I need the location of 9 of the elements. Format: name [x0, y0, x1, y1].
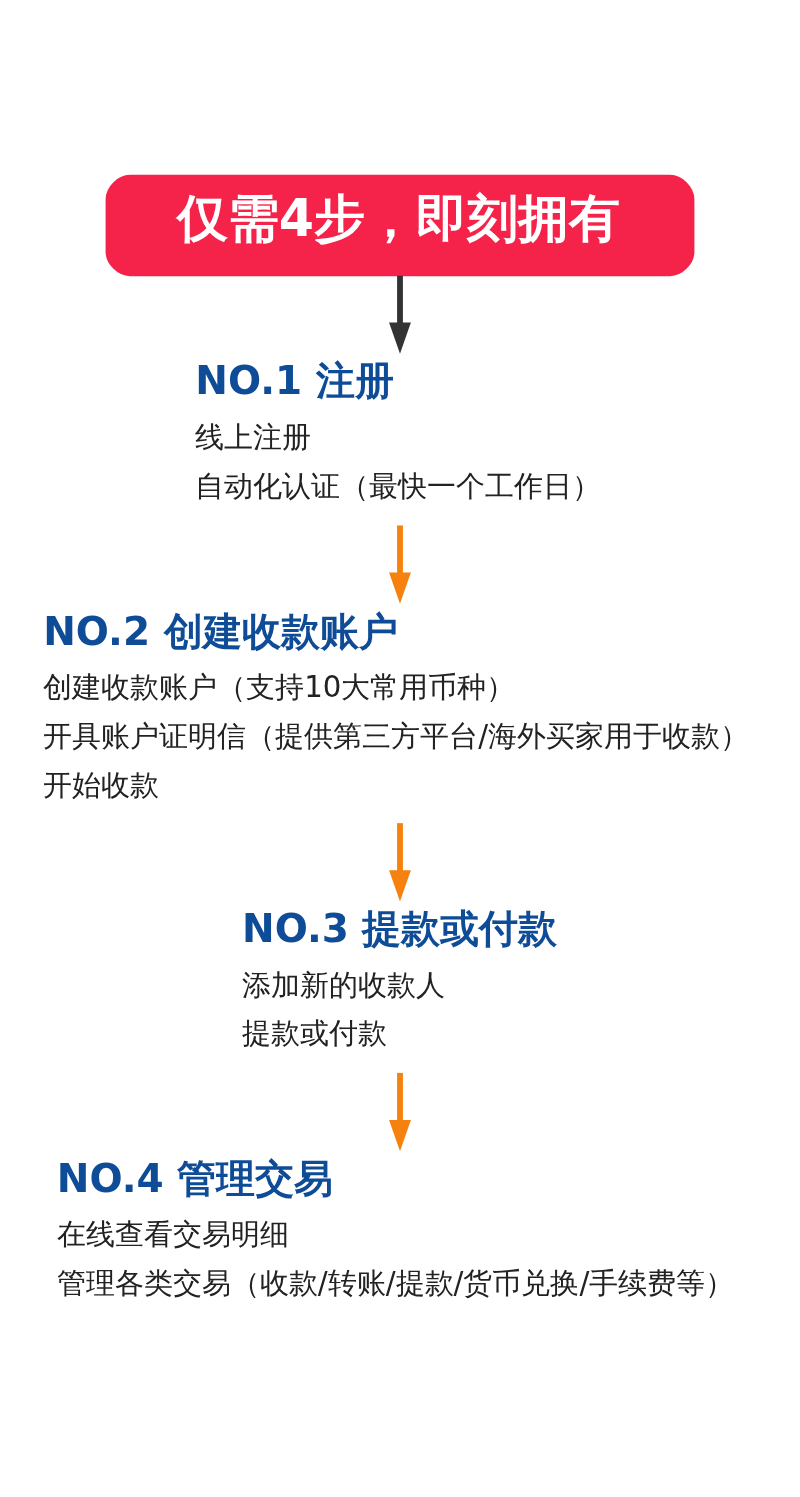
node-text: NO.1 注册 线上注册 自动化认证（最快一个工作日） — [195, 357, 602, 503]
arrow — [389, 822, 411, 901]
node-text: NO.2 创建收款账户 创建收款账户（支持10大常用币种） 开具账户证明信（提供第三方平台/海外买家用于收款） 开始收款 — [43, 608, 750, 802]
node-text: NO.3 提款或付款 添加新的收款人 提款或付款 — [242, 905, 558, 1050]
node-box: 仅需4步，即刻拥有 — [105, 174, 695, 276]
arrow — [389, 275, 411, 354]
node-text: NO.4 管理交易 在线查看交易明细 管理各类交易（收款/转账/提款/货币兑换/手续费等） — [56, 1155, 735, 1300]
arrow — [389, 524, 411, 604]
arrow — [389, 1072, 411, 1151]
